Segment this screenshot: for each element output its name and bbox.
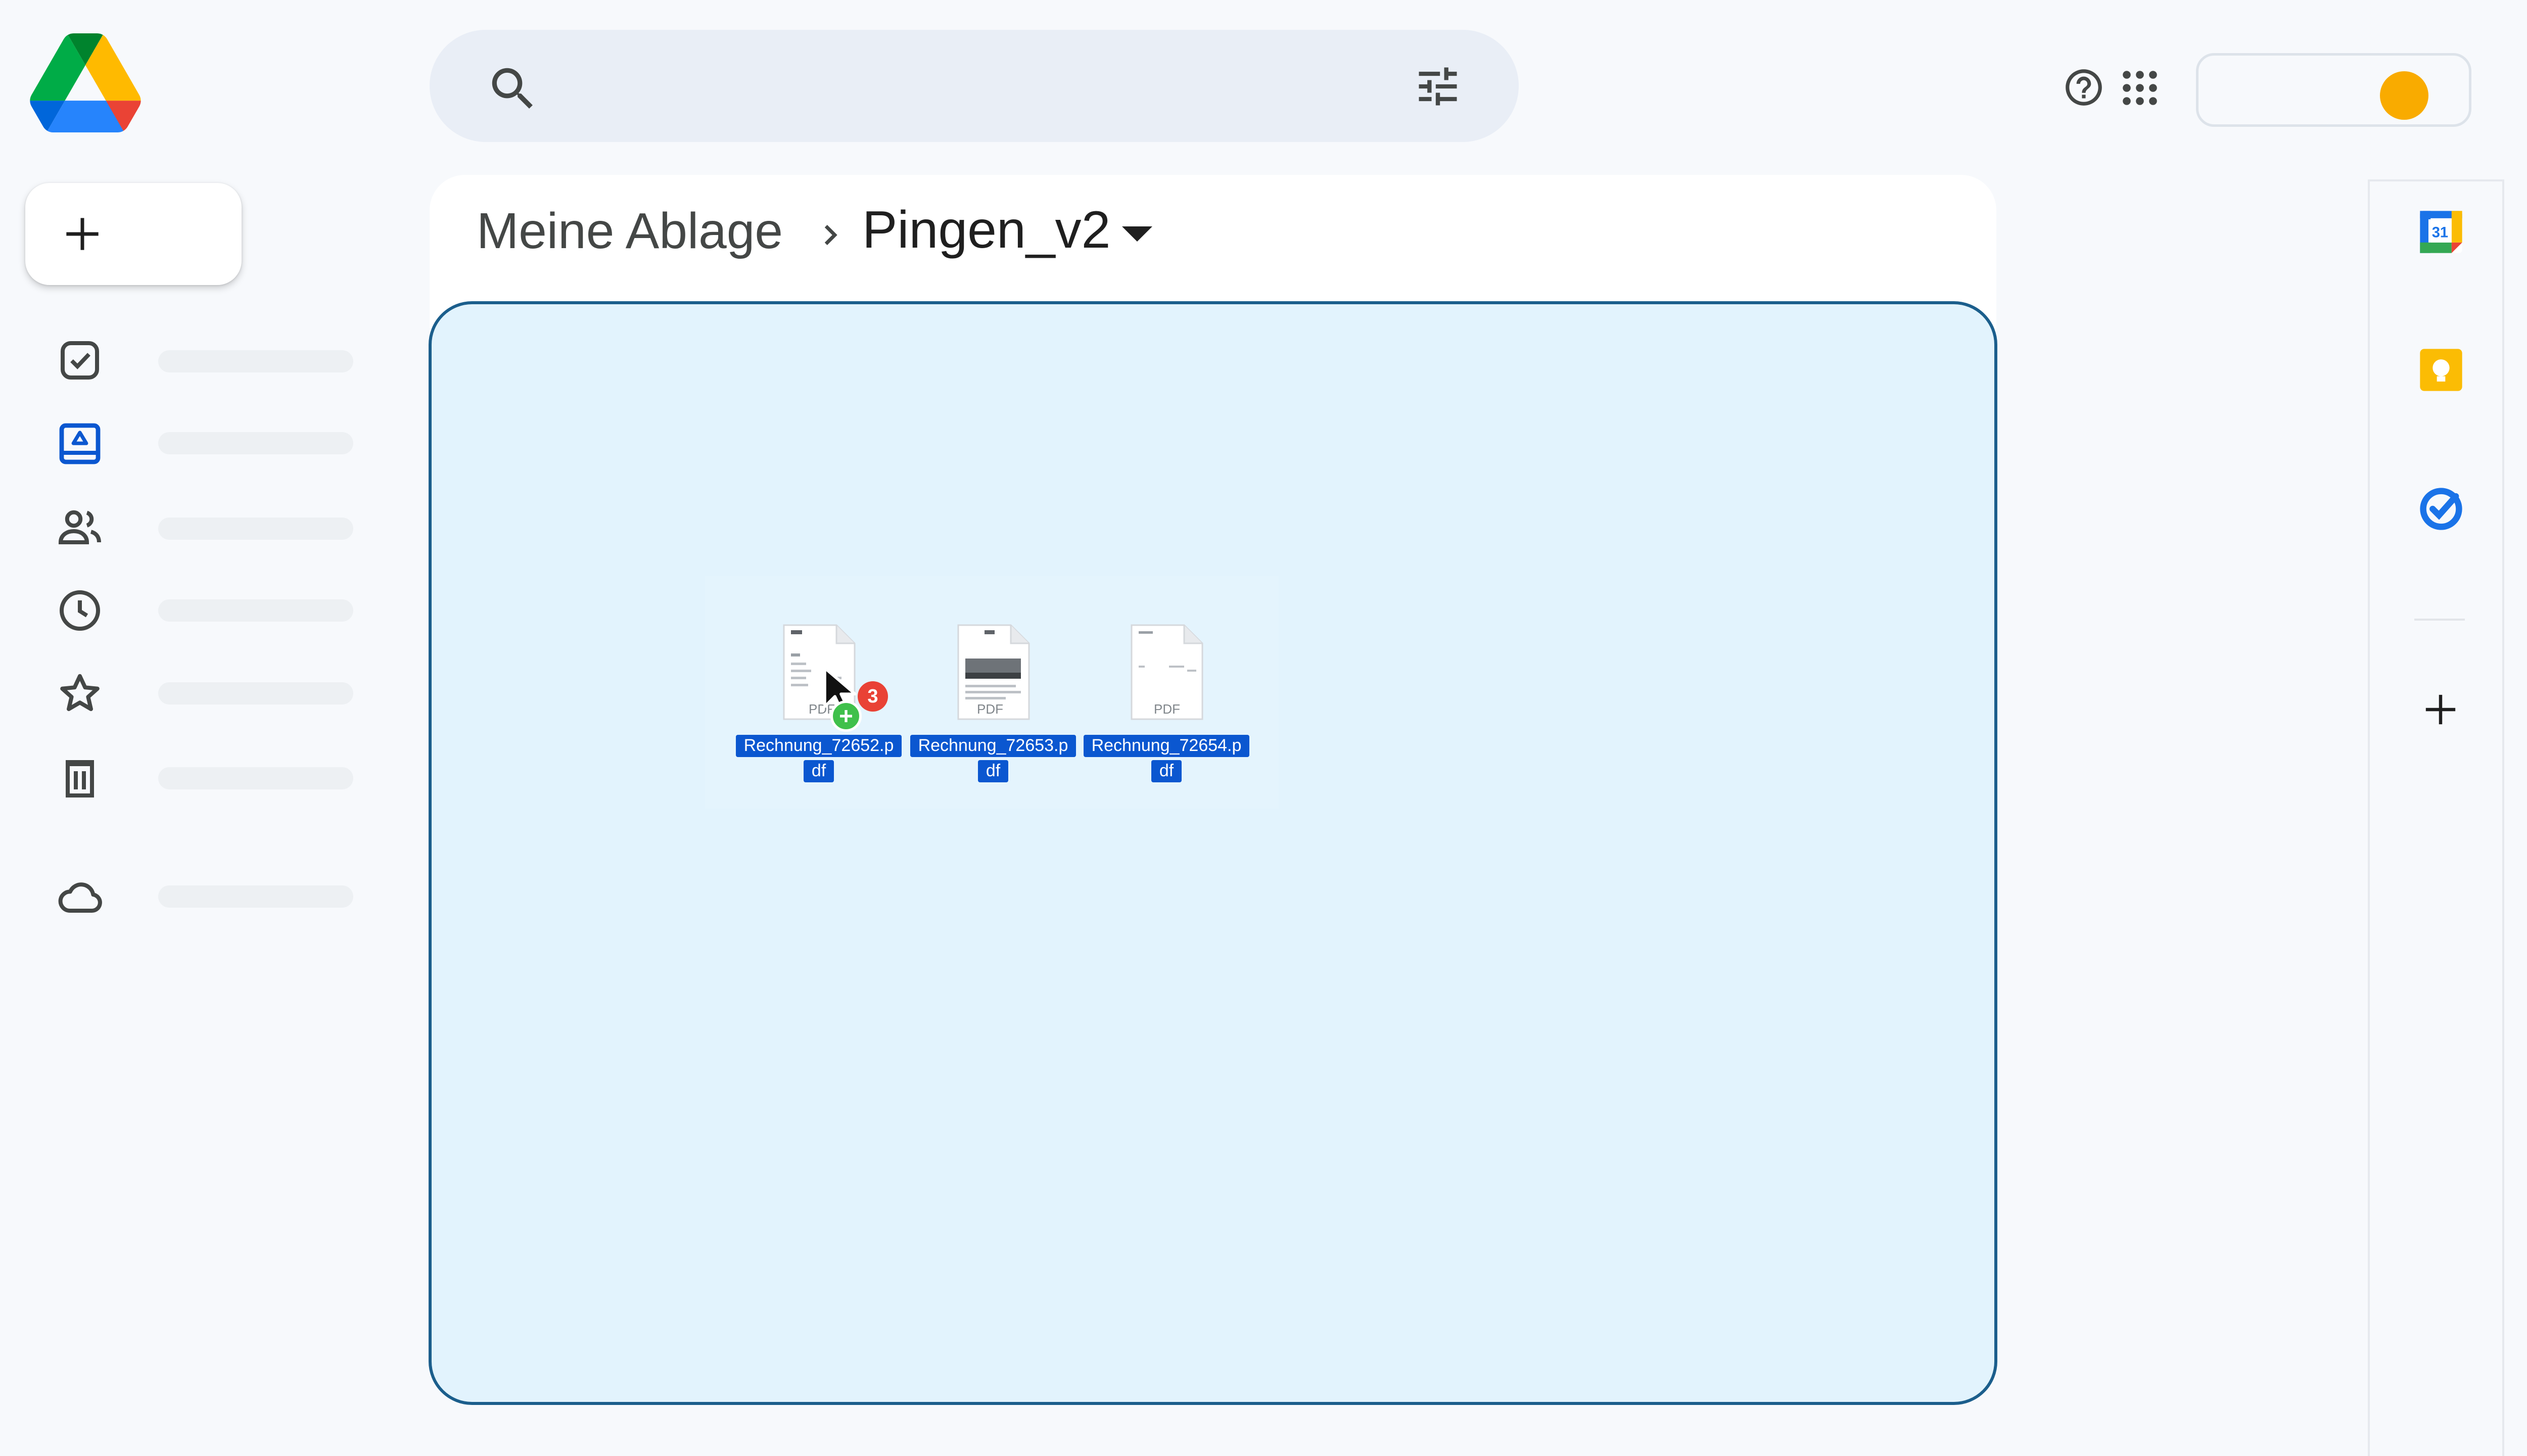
keep-icon[interactable] <box>2416 345 2466 395</box>
sidebar-item-label <box>158 885 353 908</box>
sidebar-item-storage[interactable] <box>56 873 104 924</box>
copy-add-icon <box>830 700 862 732</box>
my-drive-icon <box>59 423 101 464</box>
account-switcher[interactable] <box>2196 53 2471 127</box>
plus-icon <box>66 218 99 250</box>
pdf-file-icon <box>957 624 1030 720</box>
side-panel: 31 <box>2368 179 2504 1456</box>
sidebar-item-label <box>158 599 353 622</box>
sidebar-item-recent[interactable] <box>56 586 104 637</box>
drop-zone[interactable] <box>429 301 1997 1405</box>
new-button[interactable] <box>25 183 242 285</box>
sidebar-item-shared[interactable] <box>56 503 104 554</box>
shared-icon <box>58 510 101 544</box>
account-avatar[interactable] <box>2380 71 2428 120</box>
tune-icon[interactable] <box>1413 61 1463 112</box>
search-icon[interactable] <box>485 61 541 117</box>
sidebar-item-label <box>158 682 353 704</box>
sidebar-item-starred[interactable] <box>56 670 104 721</box>
calendar-date: 31 <box>2432 224 2448 241</box>
sidebar-item-trash[interactable] <box>56 754 104 805</box>
sidebar-item-priority[interactable] <box>56 336 104 387</box>
sidebar-item-label <box>158 350 353 372</box>
apps-grid-icon[interactable] <box>2120 68 2160 108</box>
sidebar-item-label <box>158 518 353 540</box>
file-type-label: PDF <box>1154 701 1180 717</box>
help-icon[interactable] <box>2062 66 2105 109</box>
sidebar-item-label <box>158 432 353 454</box>
panel-divider <box>2414 619 2465 621</box>
search-input[interactable] <box>561 50 1382 122</box>
search-bar[interactable] <box>430 30 1519 142</box>
calendar-icon[interactable]: 31 <box>2416 207 2466 257</box>
tasks-icon[interactable] <box>2416 484 2466 534</box>
sidebar-item-label <box>158 767 353 789</box>
trash-icon <box>66 760 94 797</box>
drag-count-badge: 3 <box>858 681 888 712</box>
recent-icon <box>60 590 100 631</box>
dropdown-arrow-icon[interactable] <box>1119 221 1155 247</box>
storage-icon <box>58 882 102 913</box>
starred-icon <box>60 674 100 711</box>
breadcrumb-root[interactable]: Meine Ablage <box>477 203 783 259</box>
sidebar-item-my-drive[interactable] <box>56 419 104 471</box>
breadcrumb-current[interactable]: Pingen_v2 <box>862 201 1111 259</box>
chevron-right-icon <box>824 225 837 245</box>
google-drive-logo-icon[interactable] <box>29 33 142 132</box>
priority-icon <box>61 341 99 380</box>
plus-icon[interactable] <box>2423 692 2458 727</box>
pdf-file-icon <box>1131 624 1203 720</box>
file-type-label: PDF <box>977 701 1003 717</box>
